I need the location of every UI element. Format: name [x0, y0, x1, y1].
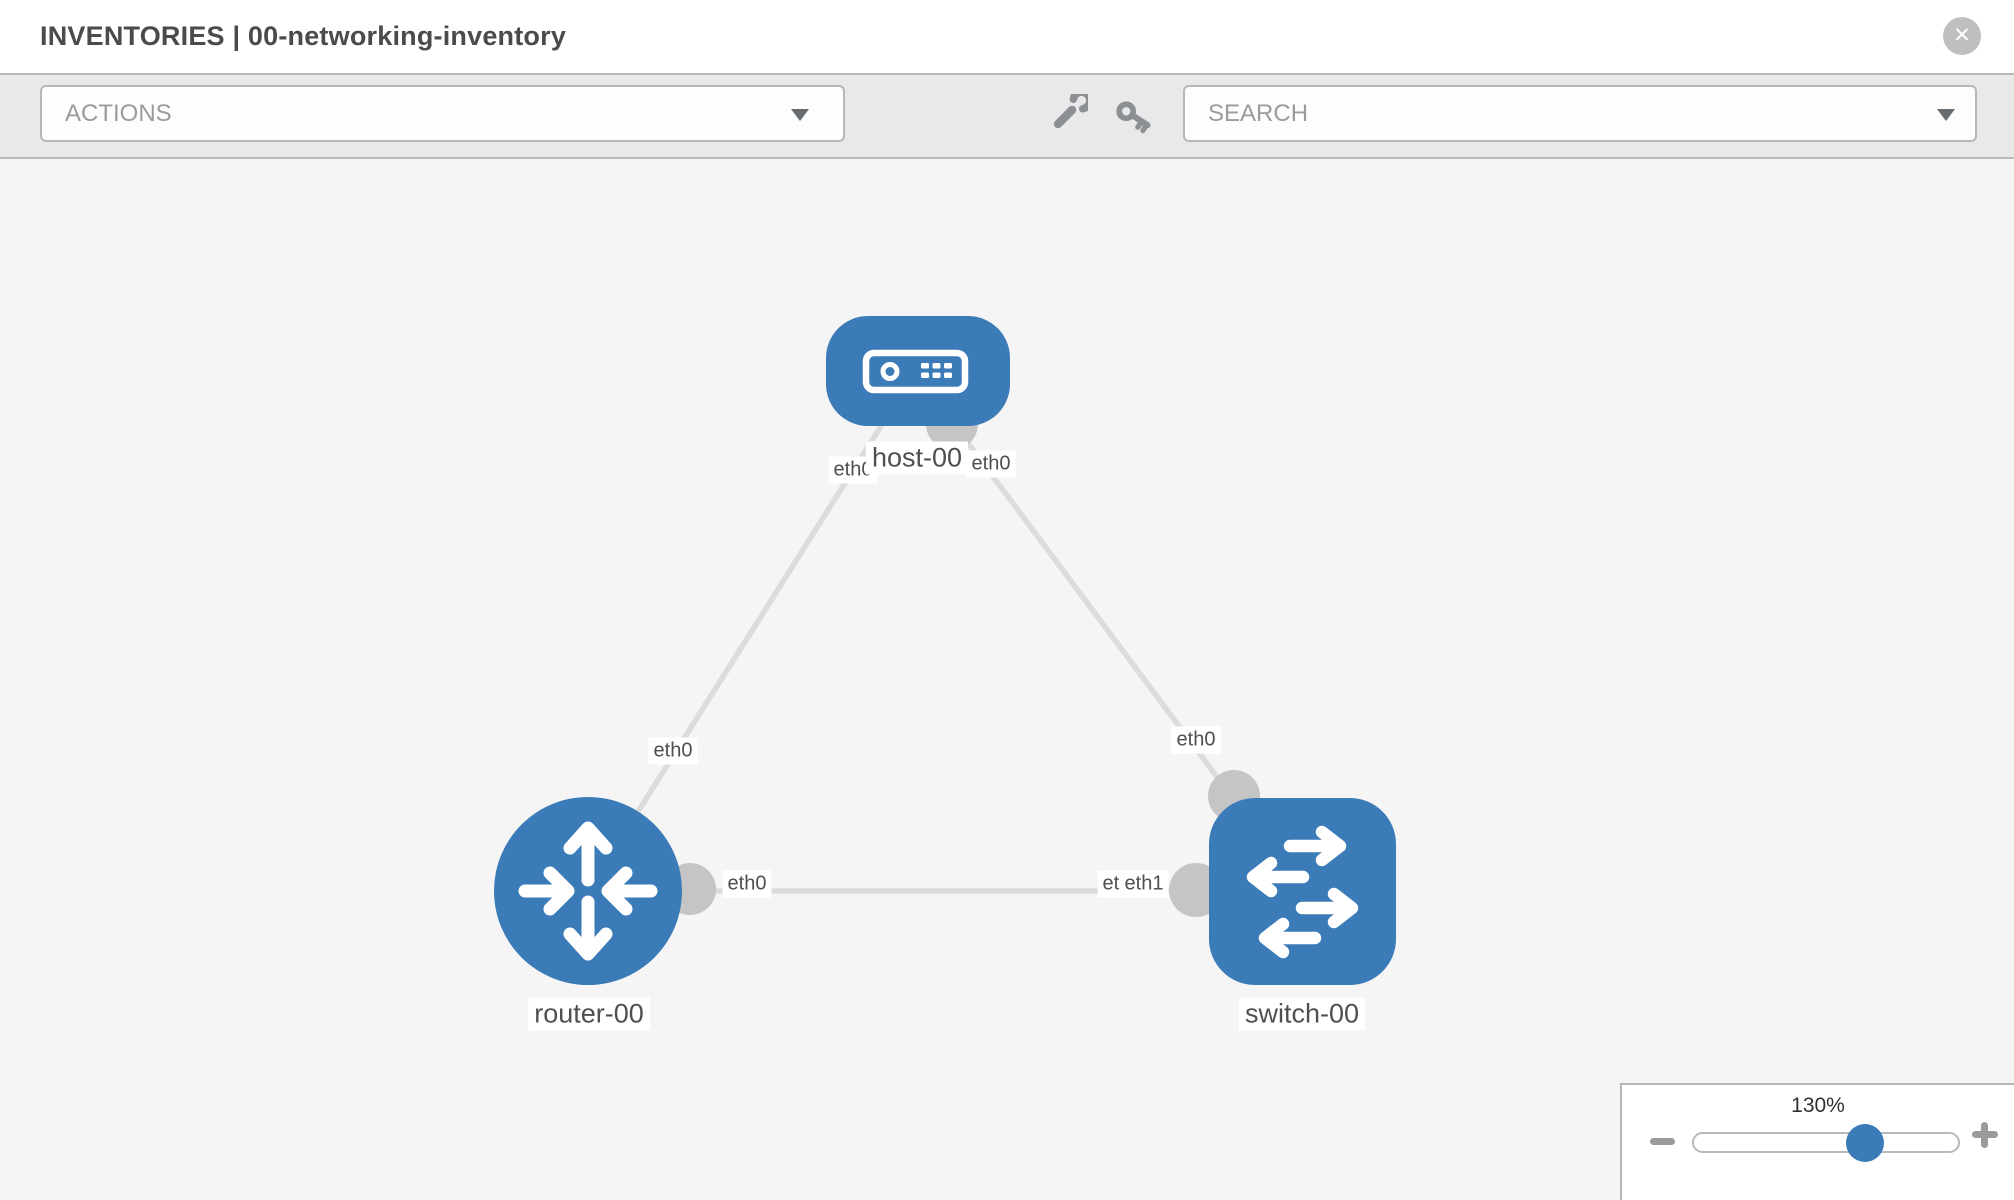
actions-dropdown[interactable]: ACTIONS	[40, 85, 845, 142]
node-switch-00[interactable]	[1209, 798, 1396, 985]
wrench-icon[interactable]	[1048, 94, 1088, 134]
close-icon[interactable]: ✕	[1943, 17, 1981, 55]
zoom-level: 130%	[1791, 1094, 1845, 1117]
interface-connectors	[664, 398, 1260, 917]
interface-label: eth0	[966, 450, 1016, 478]
server-icon	[862, 349, 969, 394]
zoom-panel: 130%	[1620, 1083, 2014, 1200]
switch-arrows-icon	[1246, 825, 1359, 959]
search-dropdown-label: SEARCH	[1208, 100, 1309, 127]
interface-label: eth0	[722, 870, 772, 898]
node-label-host: host-00	[865, 441, 969, 475]
node-host-00[interactable]	[826, 316, 1010, 426]
actions-dropdown-label: ACTIONS	[65, 100, 172, 127]
router-arrows-icon	[518, 821, 658, 961]
header: INVENTORIES | 00-networking-inventory ✕	[0, 0, 2014, 73]
search-dropdown[interactable]: SEARCH	[1183, 85, 1977, 142]
zoom-slider-track[interactable]	[1692, 1132, 1960, 1153]
interface-label: eth0	[648, 737, 698, 765]
key-icon[interactable]	[1114, 96, 1156, 138]
zoom-in-icon[interactable]	[1968, 1118, 2002, 1152]
chevron-down-icon	[1937, 109, 1955, 121]
node-label-switch: switch-00	[1238, 997, 1366, 1031]
interface-label: eth0	[1171, 726, 1221, 754]
zoom-out-icon[interactable]	[1650, 1138, 1675, 1145]
chevron-down-icon	[791, 109, 809, 121]
page-title: INVENTORIES | 00-networking-inventory	[40, 21, 567, 51]
node-router-00[interactable]	[494, 797, 682, 985]
interface-label: eth1	[1119, 870, 1169, 898]
node-label-router: router-00	[528, 997, 650, 1031]
zoom-slider-thumb[interactable]	[1846, 1124, 1884, 1162]
